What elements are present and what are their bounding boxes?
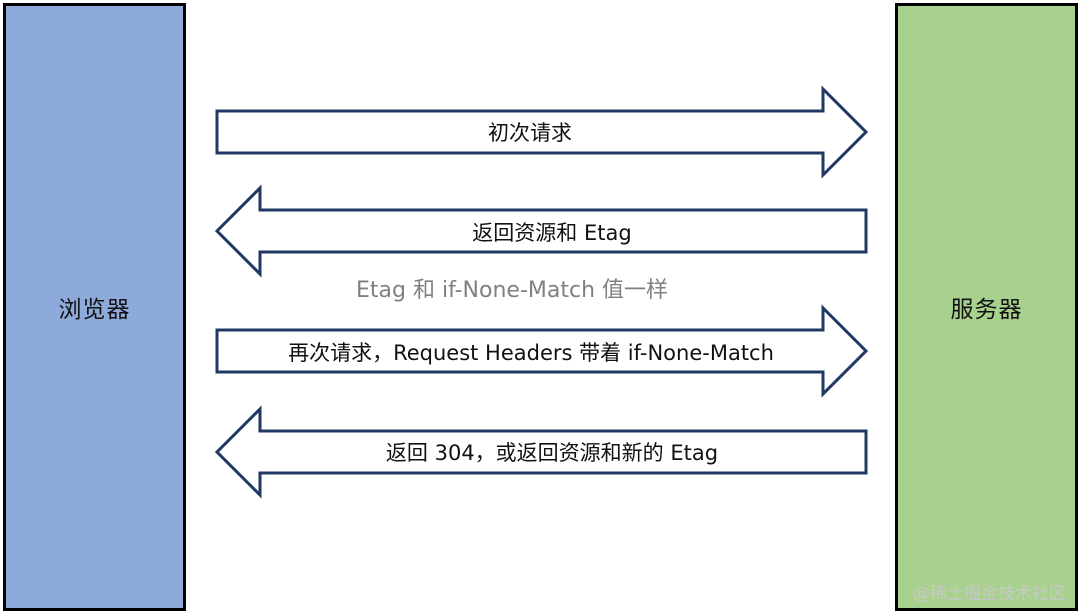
browser-box: 浏览器 [3,3,186,611]
browser-label: 浏览器 [58,297,131,323]
arrow-label-initial-request: 初次请求 [488,121,572,145]
arrow-label-return-304: 返回 304，或返回资源和新的 Etag [385,441,719,465]
arrow-initial-request [215,85,869,179]
arrow-label-return-resource: 返回资源和 Etag [472,221,632,245]
watermark: @稀土掘金技术社区 [913,584,1066,604]
arrow-second-request [215,304,869,398]
arrow-return-304 [214,405,868,499]
arrow-label-second-request: 再次请求，Request Headers 带着 if-None-Match [288,341,774,365]
server-label: 服务器 [950,297,1023,323]
arrow-return-resource [214,184,868,278]
etag-match-note: Etag 和 if-None-Match 值一样 [355,278,669,303]
server-box: 服务器 [895,3,1078,611]
